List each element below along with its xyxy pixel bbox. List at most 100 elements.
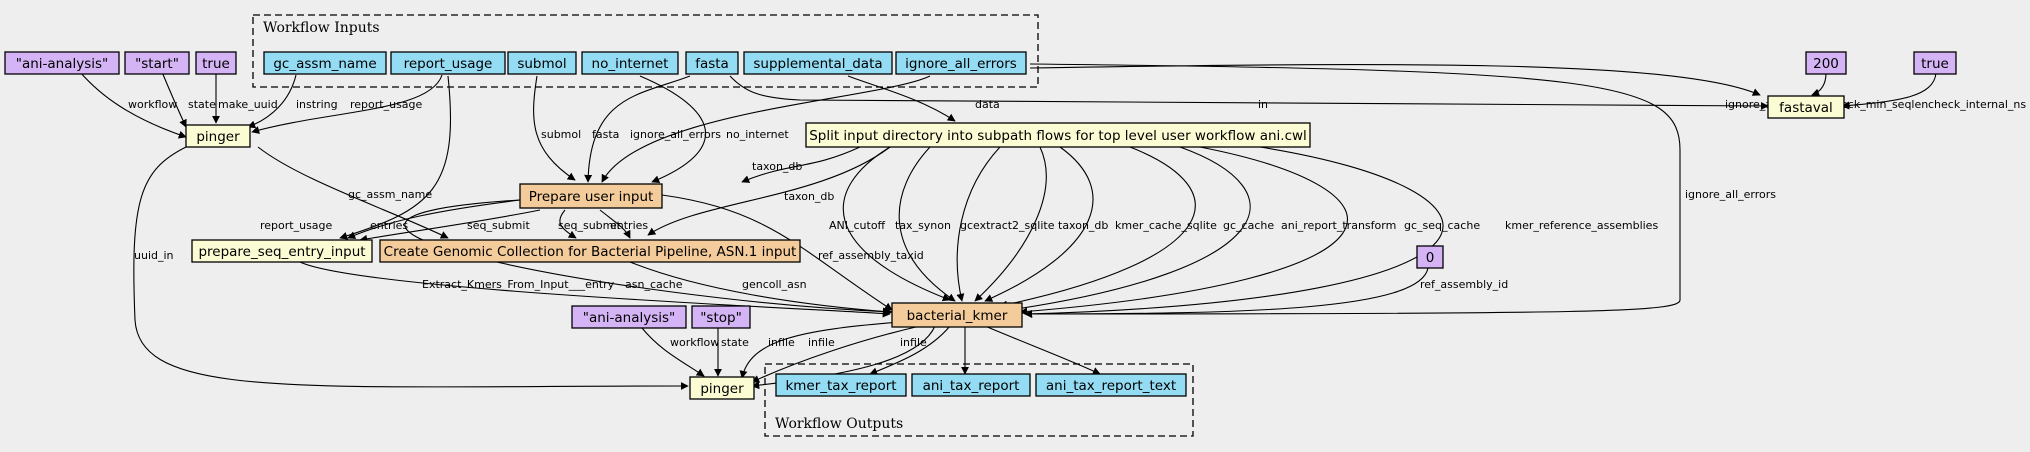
edge-prepare-to-prepseq-seqsubmit: seq_submit bbox=[359, 209, 541, 243]
edge-split-to-kmer-gccache: gc_cache bbox=[999, 146, 1274, 309]
node-label: kmer_tax_report bbox=[785, 378, 896, 394]
output-ani-tax-report-text[interactable]: ani_tax_report_text bbox=[1035, 373, 1187, 397]
input-ignore-all-errors[interactable]: ignore_all_errors bbox=[895, 51, 1027, 75]
edge-label-entries-2: entries bbox=[610, 219, 648, 232]
edge-label-state: state bbox=[188, 98, 216, 111]
edge-report-to-prepseq: report_usage bbox=[260, 75, 452, 240]
edge-true-to-pinger1: make_uuid bbox=[212, 72, 278, 124]
edge-label-gcextract2-sqlite: gcextract2_sqlite bbox=[960, 219, 1055, 232]
node-stop[interactable]: "stop" bbox=[691, 305, 751, 329]
input-no-internet[interactable]: no_internet bbox=[581, 51, 679, 75]
input-gc-assm-name[interactable]: gc_assm_name bbox=[263, 51, 387, 75]
edge-label-seq-submit: seq_submit bbox=[467, 219, 530, 232]
edge-label-ani-cutoff: ANI_cutoff bbox=[829, 219, 886, 232]
subworkflow-create-genomic-collection[interactable]: Create Genomic Collection for Bacterial … bbox=[379, 239, 801, 263]
edge-split-to-prepare: taxon_db bbox=[741, 146, 861, 183]
edge-split-to-kmer-kmerref: kmer_reference_assemblies bbox=[1024, 146, 1658, 318]
edge-label-gc-seq-cache: gc_seq_cache bbox=[1404, 219, 1480, 232]
edge-label-seq-submit-2: seq_submit bbox=[558, 219, 621, 232]
edge-label-taxon-db-2: taxon_db bbox=[784, 190, 834, 203]
edge-label-gencoll-asn: gencoll_asn bbox=[742, 278, 807, 291]
edge-label-infile-3: infile bbox=[900, 336, 927, 349]
edge-submol-to-prepare: submol bbox=[533, 75, 581, 181]
edge-label-tax-synon: tax_synon bbox=[895, 219, 951, 232]
node-label: prepare_seq_entry_input bbox=[198, 244, 365, 260]
node-label: Prepare user input bbox=[529, 189, 654, 205]
node-label: report_usage bbox=[404, 56, 493, 72]
node-label: "stop" bbox=[700, 310, 742, 326]
edge-split-to-create: taxon_db bbox=[647, 146, 891, 236]
edge-ani2-to-pinger2: workflow bbox=[641, 327, 719, 377]
node-0[interactable]: 0 bbox=[1416, 245, 1444, 269]
edge-label-workflow-2: workflow bbox=[670, 336, 719, 349]
edge-label-ignore-all-errors-3: ignore_all_errors bbox=[1685, 188, 1776, 201]
edge-start-to-pinger1: state bbox=[161, 71, 216, 128]
edge-label-gc-assm-name: gc_assm_name bbox=[348, 188, 432, 201]
node-200[interactable]: 200 bbox=[1805, 51, 1847, 75]
node-label: Create Genomic Collection for Bacterial … bbox=[384, 244, 797, 260]
edge-label-no-internet: no_internet bbox=[726, 128, 789, 141]
node-label: ignore_all_errors bbox=[905, 56, 1017, 72]
node-label: pinger bbox=[196, 129, 240, 145]
edge-split-to-kmer-tax-synon: tax_synon bbox=[895, 146, 956, 302]
edge-ignore-to-kmer: ignore_all_errors bbox=[1024, 63, 1776, 318]
node-true-2[interactable]: true bbox=[1913, 51, 1957, 75]
node-label: 200 bbox=[1813, 56, 1839, 72]
edge-prepare-to-prepseq-entries: entries bbox=[347, 199, 521, 239]
edge-label-state-2: state bbox=[721, 336, 749, 349]
edge-label-data: data bbox=[975, 98, 1000, 111]
edge-label-make-uuid: make_uuid bbox=[218, 98, 278, 111]
input-fasta[interactable]: fasta bbox=[685, 51, 739, 75]
step-pinger-1[interactable]: pinger bbox=[185, 124, 251, 148]
edge-split-to-kmer-kmercache: kmer_cache_sqlite bbox=[984, 146, 1217, 302]
edge-pinger1-to-pinger2: uuid_in bbox=[133, 146, 689, 391]
step-pinger-2[interactable]: pinger bbox=[689, 376, 755, 400]
step-split-input[interactable]: Split input directory into subpath flows… bbox=[805, 122, 1311, 148]
node-label: true bbox=[1921, 56, 1949, 72]
edge-split-to-kmer-gcextract: gcextract2_sqlite bbox=[956, 146, 1055, 302]
input-submol[interactable]: submol bbox=[507, 51, 577, 75]
workflow-outputs-cluster: Workflow Outputs bbox=[764, 363, 1194, 437]
edge-label-infile: infile bbox=[768, 336, 795, 349]
edge-label-kmer-cache-sqlite: kmer_cache_sqlite bbox=[1115, 219, 1217, 232]
edge-stop-to-pinger2: state bbox=[714, 328, 749, 377]
output-kmer-tax-report[interactable]: kmer_tax_report bbox=[775, 373, 907, 397]
node-label: Split input directory into subpath flows… bbox=[809, 128, 1307, 144]
workflow-outputs-title: Workflow Outputs bbox=[775, 416, 903, 432]
edge-200-to-fastaval: check_min_seqlen bbox=[1811, 72, 1928, 111]
edge-label-instring: instring bbox=[296, 98, 338, 111]
node-label: gc_assm_name bbox=[273, 56, 376, 72]
edge-kmer-to-ani-report-text bbox=[984, 325, 1101, 375]
subworkflow-bacterial-kmer[interactable]: bacterial_kmer bbox=[891, 302, 1023, 328]
edge-kmer-to-kmer-report bbox=[869, 325, 951, 376]
workflow-inputs-cluster: Workflow Inputs bbox=[252, 14, 1039, 88]
edge-label-submol: submol bbox=[541, 128, 581, 141]
node-true-1[interactable]: true bbox=[195, 51, 237, 75]
edge-nointernet-to-prepare: no_internet bbox=[639, 75, 789, 183]
edge-ani-to-pinger1: workflow bbox=[79, 71, 187, 139]
step-fastaval[interactable]: fastaval bbox=[1767, 95, 1845, 119]
edge-label-uuid-in: uuid_in bbox=[134, 249, 174, 262]
edge-ignore-to-prepare: ignore_all_errors bbox=[601, 75, 931, 183]
nodes: "ani-analysis" "start" true gc_assm_name… bbox=[4, 51, 1957, 400]
edge-label-taxon-db-3: taxon_db bbox=[1058, 219, 1108, 232]
edge-prepare-to-create-entries: entries bbox=[599, 209, 648, 239]
step-prepare-seq-entry-input[interactable]: prepare_seq_entry_input bbox=[191, 239, 373, 263]
edge-label-infile-2: infile bbox=[808, 336, 835, 349]
input-report-usage[interactable]: report_usage bbox=[390, 51, 506, 75]
node-label: pinger bbox=[700, 381, 744, 397]
edge-label-ani-report-transform: ani_report_transform bbox=[1281, 219, 1396, 232]
edge-label-check-min-seqlen: check_min_seqlen bbox=[1828, 98, 1928, 111]
edge-label-gc-cache: gc_cache bbox=[1223, 219, 1274, 232]
edge-label-extract-kmers: Extract_Kmers_From_Input___entry bbox=[422, 278, 615, 291]
node-ani-analysis-2[interactable]: "ani-analysis" bbox=[571, 305, 687, 329]
node-ani-analysis-1[interactable]: "ani-analysis" bbox=[4, 51, 120, 75]
node-label: bacterial_kmer bbox=[907, 308, 1008, 324]
node-label: "ani-analysis" bbox=[583, 310, 676, 326]
edge-kmer-to-pinger2-b: infile bbox=[751, 325, 921, 383]
edge-label-in: in bbox=[1258, 98, 1268, 111]
output-ani-tax-report[interactable]: ani_tax_report bbox=[911, 373, 1031, 397]
node-start[interactable]: "start" bbox=[124, 51, 190, 75]
input-supplemental-data[interactable]: supplemental_data bbox=[743, 51, 893, 75]
subworkflow-prepare-user-input[interactable]: Prepare user input bbox=[519, 183, 663, 209]
